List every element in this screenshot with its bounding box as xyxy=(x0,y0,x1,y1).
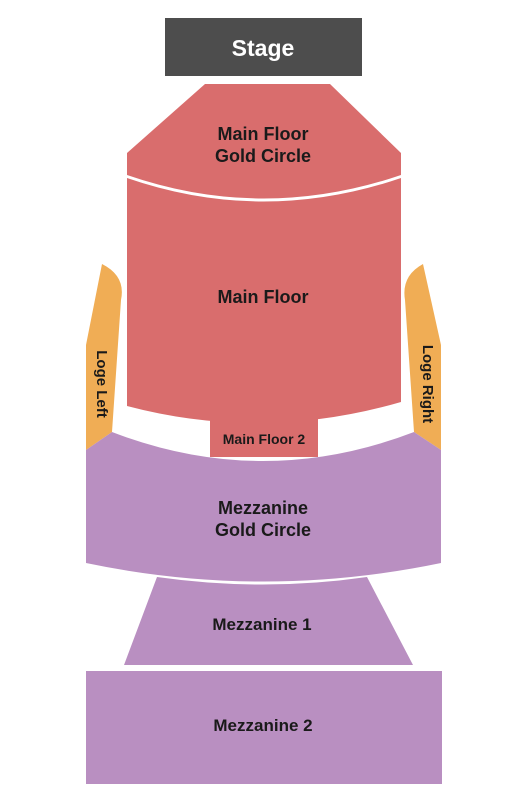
main-floor-shape[interactable] xyxy=(127,178,401,424)
main-floor-2-shape[interactable] xyxy=(210,418,318,457)
stage-block xyxy=(165,18,362,76)
section-mezzanine-1[interactable]: Mezzanine 1 xyxy=(124,577,413,665)
mezzanine-1-shape[interactable] xyxy=(124,577,413,665)
section-main-floor[interactable]: Main Floor xyxy=(127,178,401,424)
section-main-floor-2[interactable]: Main Floor 2 xyxy=(210,418,318,457)
section-main-floor-gold-circle[interactable]: Main Floor Gold Circle xyxy=(127,84,401,199)
loge-left-shape[interactable] xyxy=(86,264,122,450)
section-loge-left[interactable]: Loge Left xyxy=(86,264,122,450)
mezzanine-gold-circle-shape[interactable] xyxy=(86,432,441,582)
main-floor-gold-circle-shape[interactable] xyxy=(127,84,401,199)
stage: Stage xyxy=(165,18,362,76)
section-loge-right[interactable]: Loge Right xyxy=(404,264,441,450)
section-mezzanine-2[interactable]: Mezzanine 2 xyxy=(86,671,442,784)
mezzanine-2-shape[interactable] xyxy=(86,671,442,784)
loge-right-shape[interactable] xyxy=(404,264,441,450)
